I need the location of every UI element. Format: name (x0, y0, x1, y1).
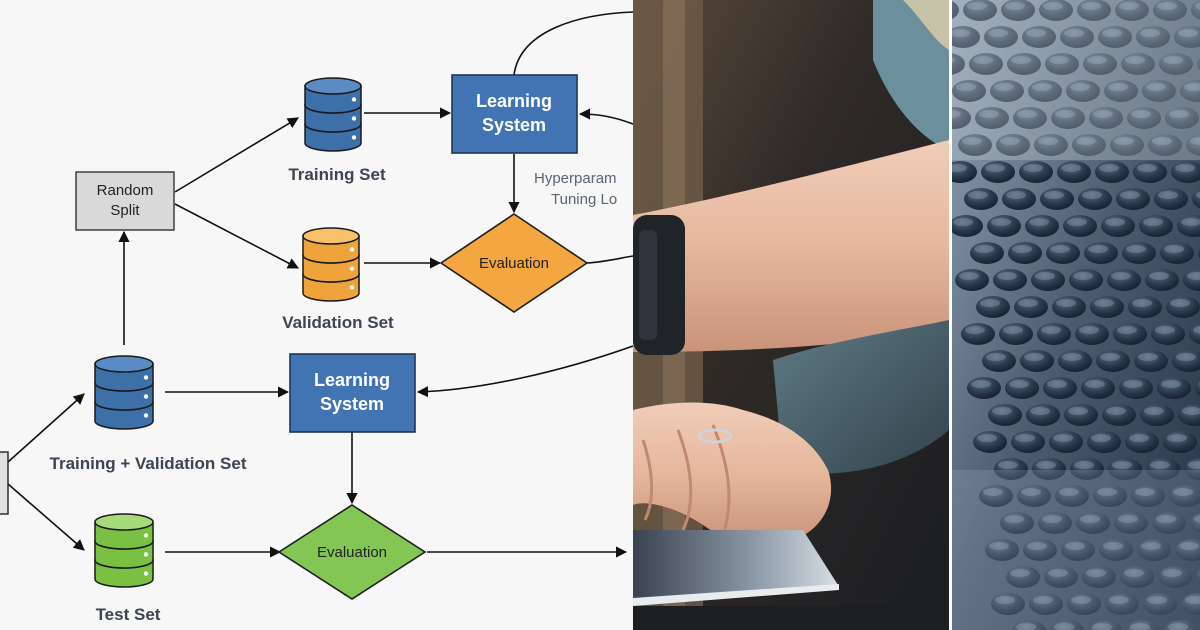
training-set-database-icon (304, 77, 362, 152)
random-split-label-line1: Random (97, 182, 154, 199)
evaluation-bottom-label: Evaluation (317, 544, 387, 561)
diagram-svg: Random Split Training Set Validation Set… (0, 11, 633, 624)
arrow-source-to-trainval (7, 393, 85, 463)
train-val-set-label: Training + Validation Set (50, 454, 247, 473)
learning-system-top-line2: System (482, 115, 546, 135)
tuning-loop-curve-top (513, 11, 633, 76)
learning-system-top-box: Learning System (451, 74, 578, 154)
arrow-split-to-validation (174, 203, 299, 269)
validation-set-label: Validation Set (282, 313, 394, 332)
arrow-source-to-test (7, 483, 85, 551)
photo-divider (949, 0, 952, 630)
random-split-label-line2: Split (110, 202, 140, 219)
hyperparam-label-line1: Hyperparam (534, 170, 617, 187)
photo-lego-svg (952, 0, 1200, 630)
dataset-source-box (0, 451, 9, 515)
evaluation-bottom-diamond: Evaluation (277, 504, 427, 600)
training-set-label: Training Set (288, 165, 386, 184)
ml-workflow-diagram: Random Split Training Set Validation Set… (0, 11, 633, 624)
eval-to-loop-curve (586, 255, 633, 264)
photo-arm-svg (633, 0, 949, 630)
arrow-split-to-training (174, 117, 299, 193)
photo-arm-tablet (633, 0, 949, 630)
test-set-label: Test Set (96, 605, 161, 624)
validation-set-database-icon (302, 227, 360, 302)
lego-studs (952, 0, 1200, 630)
hyperparam-label-line2: Tuning Lo (551, 191, 617, 208)
test-set-database-icon (94, 513, 154, 588)
arrow-into-system-bottom (416, 345, 633, 398)
connectors (7, 11, 633, 558)
arrow-loop-into-system (578, 108, 633, 125)
learning-system-top-line1: Learning (476, 91, 552, 111)
learning-system-bottom-box: Learning System (289, 353, 416, 433)
evaluation-top-diamond: Evaluation (439, 213, 589, 313)
learning-system-bottom-line1: Learning (314, 370, 390, 390)
train-val-set-database-icon (94, 355, 154, 430)
photo-lego-baseplate (952, 0, 1200, 630)
evaluation-top-label: Evaluation (479, 255, 549, 272)
random-split-box: Random Split (75, 171, 175, 231)
learning-system-bottom-line2: System (320, 394, 384, 414)
